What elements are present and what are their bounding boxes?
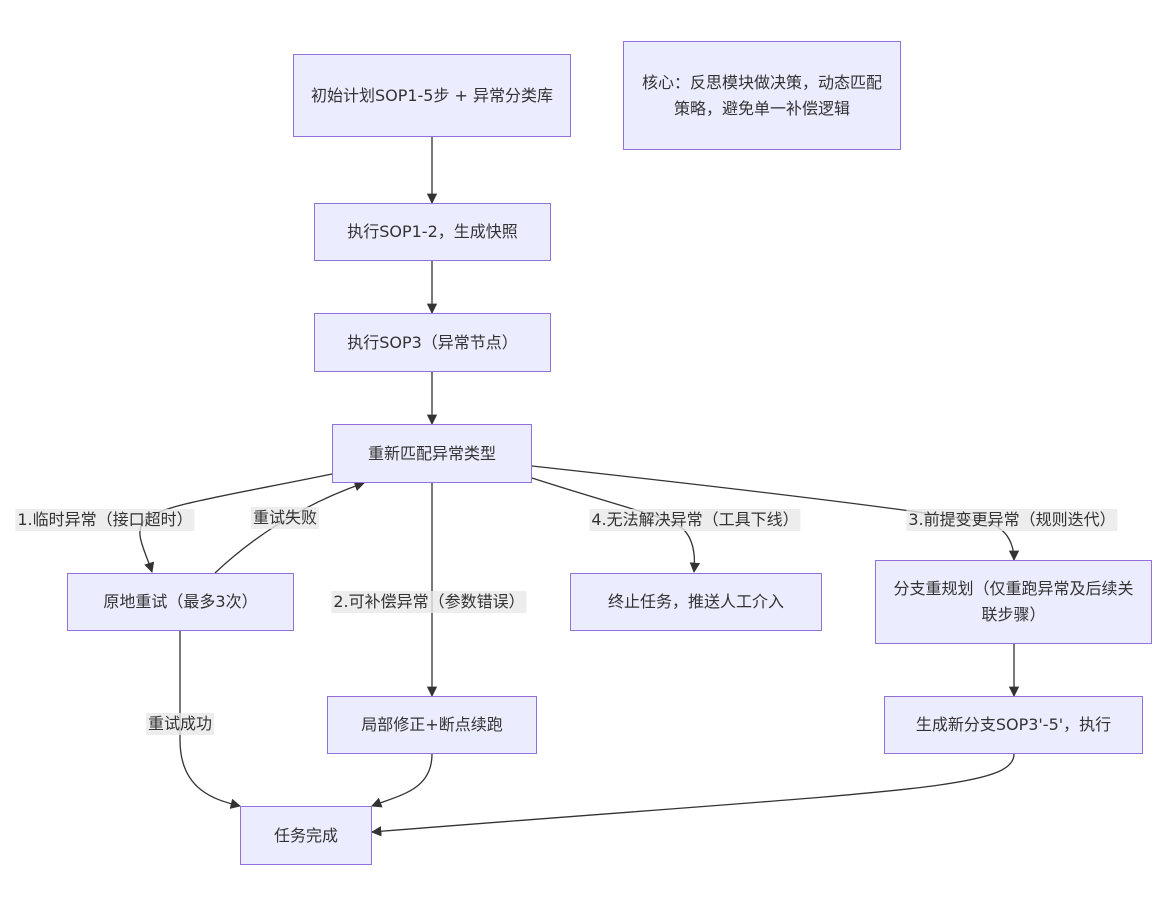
edge-label-retry-failed: 重试失败 [250, 507, 320, 529]
node-exec-sop12: 执行SOP1-2，生成快照 [314, 203, 551, 261]
node-retry: 原地重试（最多3次） [67, 573, 294, 631]
edge-retry-to-done [179, 631, 242, 809]
edge-label-unsolvable-exception: 4.无法解决异常（工具下线） [589, 509, 801, 531]
edge-label-temp-exception: 1.临时异常（接口超时） [15, 509, 195, 531]
edge-fix-to-done [371, 753, 433, 808]
edge-match-to-replan [531, 465, 1020, 562]
edge-label-premise-change-exception: 3.前提变更异常（规则迭代） [906, 509, 1118, 531]
edge-newbranch-to-done [370, 753, 1015, 837]
edge-label-compensable-exception: 2.可补偿异常（参数错误） [331, 591, 527, 613]
node-task-complete: 任务完成 [240, 806, 372, 865]
node-initial-plan: 初始计划SOP1-5步 + 异常分类库 [293, 54, 571, 137]
edge-label-retry-succeeded: 重试成功 [145, 713, 215, 735]
node-match-exception: 重新匹配异常类型 [332, 424, 532, 483]
node-branch-replan: 分支重规划（仅重跑异常及后续关联步骤） [875, 560, 1152, 644]
node-stop-task: 终止任务，推送人工介入 [570, 573, 822, 631]
node-local-fix: 局部修正+断点续跑 [327, 696, 537, 754]
node-exec-sop3: 执行SOP3（异常节点） [314, 313, 551, 372]
node-core-note: 核心：反思模块做决策，动态匹配策略，避免单一补偿逻辑 [623, 41, 901, 150]
node-new-branch: 生成新分支SOP3'-5'，执行 [884, 696, 1143, 754]
